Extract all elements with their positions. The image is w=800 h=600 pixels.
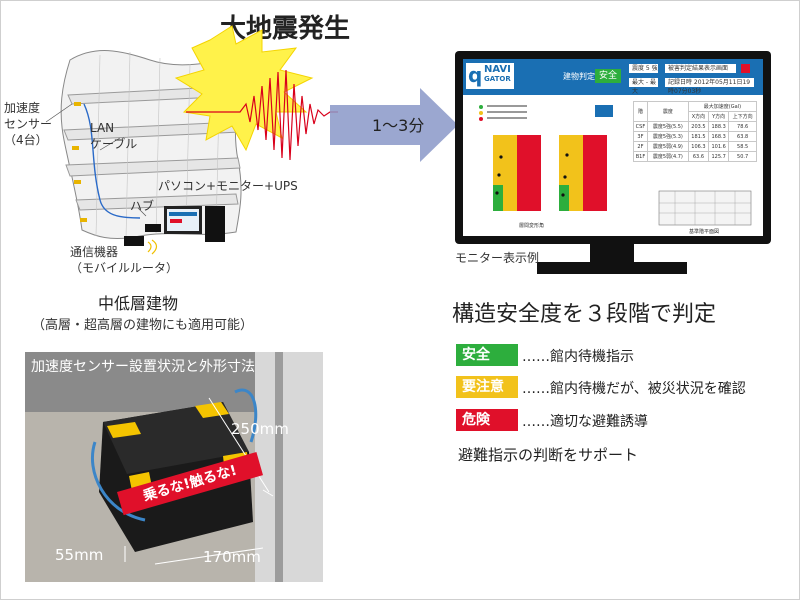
- router-device: [124, 236, 144, 246]
- monitor-base: [537, 262, 687, 274]
- big-arrow: [330, 88, 458, 162]
- explosion-burst: [174, 25, 314, 152]
- drift-chart-caption: 層間変形角: [519, 223, 545, 229]
- sensor-photo: 加速度センサー設置状況と外形寸法 250mm 55mm 170mm 乗るな!触る…: [25, 352, 323, 582]
- hub-device: [145, 224, 161, 232]
- safe-badge: 安全: [456, 344, 518, 366]
- judge-badge: 安全: [595, 69, 621, 83]
- danger-description: ……適切な避難誘導: [522, 414, 648, 430]
- safe-description: ……館内待機指示: [522, 349, 634, 365]
- monitor-stand: [590, 244, 634, 266]
- building-grid: [95, 51, 221, 239]
- header-field: 最大 - 最大: [629, 78, 658, 95]
- header-field: 震度 5 強: [629, 64, 658, 73]
- arrow-time-label: 1～3分: [372, 116, 425, 135]
- hub-label: ハブ: [130, 199, 155, 213]
- pc-label: パソコン+モニター+UPS: [158, 179, 298, 193]
- caution-description: ……館内待機だが、被災状況を確認: [522, 381, 746, 397]
- judgement-heading: 構造安全度を３段階で判定: [452, 302, 717, 327]
- earthquake-headline: 大地震発生: [220, 14, 351, 44]
- building-title: 中低層建物: [98, 294, 179, 313]
- support-text: 避難指示の判断をサポート: [458, 446, 639, 464]
- caution-badge: 要注意: [456, 376, 518, 398]
- building-subtitle: （高層・超高層の建物にも適用可能）: [32, 318, 254, 333]
- sensor-label: 加速度 センサー （4台）: [4, 101, 53, 147]
- monitor-screen: q NAVI GATOR 建物判定 安全 震度 5 強 最大 - 最大 被害判定…: [463, 59, 763, 236]
- table-header-row: 階 震度 最大加速度(Gal): [633, 101, 758, 122]
- seismic-wave: [186, 69, 338, 161]
- dim-height: 55mm: [55, 546, 104, 564]
- header-field: 記録日時 2012年05月11日19時07分03秒: [665, 78, 754, 95]
- photo-caption: 加速度センサー設置状況と外形寸法: [31, 359, 255, 375]
- sensor-markers: [72, 102, 87, 222]
- header-field: 被害判定結果表示画面: [665, 64, 736, 73]
- screen-header: q NAVI GATOR 建物判定 安全 震度 5 強 最大 - 最大 被害判定…: [463, 59, 763, 95]
- leader-lines: [45, 103, 147, 217]
- wireless-signal-icon: [147, 239, 158, 255]
- screen-charts: [479, 105, 752, 226]
- floor-plan-caption: 基準階平面図: [689, 229, 720, 235]
- monitor-caption: モニター表示例: [455, 251, 540, 265]
- dim-width: 170mm: [203, 548, 261, 566]
- router-label: 通信機器 （モバイルルータ）: [70, 245, 179, 275]
- lan-label: LAN ケーブル: [90, 121, 138, 151]
- dim-depth: 250mm: [231, 420, 289, 438]
- navigator-logo: q NAVI GATOR: [466, 63, 514, 89]
- judge-label: 建物判定: [563, 72, 595, 81]
- lan-cable: [83, 103, 141, 219]
- danger-badge: 危険: [456, 409, 518, 431]
- pc-tower: [205, 206, 225, 242]
- monitor-bezel: q NAVI GATOR 建物判定 安全 震度 5 強 最大 - 最大 被害判定…: [455, 51, 771, 244]
- close-icon[interactable]: [741, 64, 750, 73]
